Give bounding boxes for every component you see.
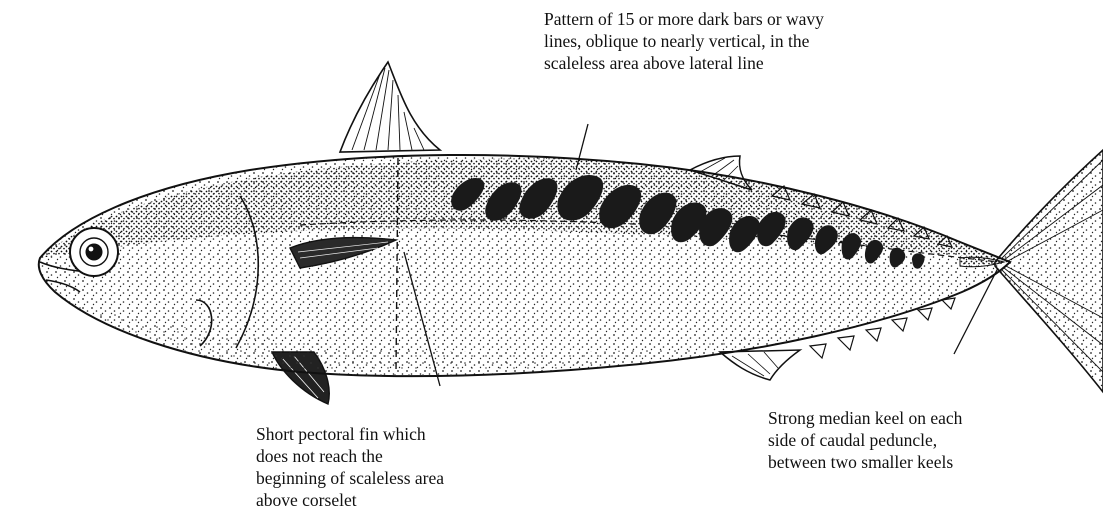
first-dorsal-fin <box>340 62 440 152</box>
eye <box>70 228 118 276</box>
annotation-line: beginning of scaleless area <box>256 467 506 489</box>
annotation-dark-bars: Pattern of 15 or more dark bars or wavy … <box>544 8 964 74</box>
annotation-line: lines, oblique to nearly vertical, in th… <box>544 30 964 52</box>
annotation-line: side of caudal peduncle, <box>768 429 1068 451</box>
annotation-line: above corselet <box>256 489 506 511</box>
annotation-line: between two smaller keels <box>768 451 1068 473</box>
annotation-line: Short pectoral fin which <box>256 423 506 445</box>
annotation-pectoral-fin: Short pectoral fin which does not reach … <box>256 423 506 511</box>
annotation-line: scaleless area above lateral line <box>544 52 964 74</box>
annotation-line: Pattern of 15 or more dark bars or wavy <box>544 8 964 30</box>
annotation-caudal-keel: Strong median keel on each side of cauda… <box>768 407 1068 473</box>
annotation-line: does not reach the <box>256 445 506 467</box>
annotation-line: Strong median keel on each <box>768 407 1068 429</box>
